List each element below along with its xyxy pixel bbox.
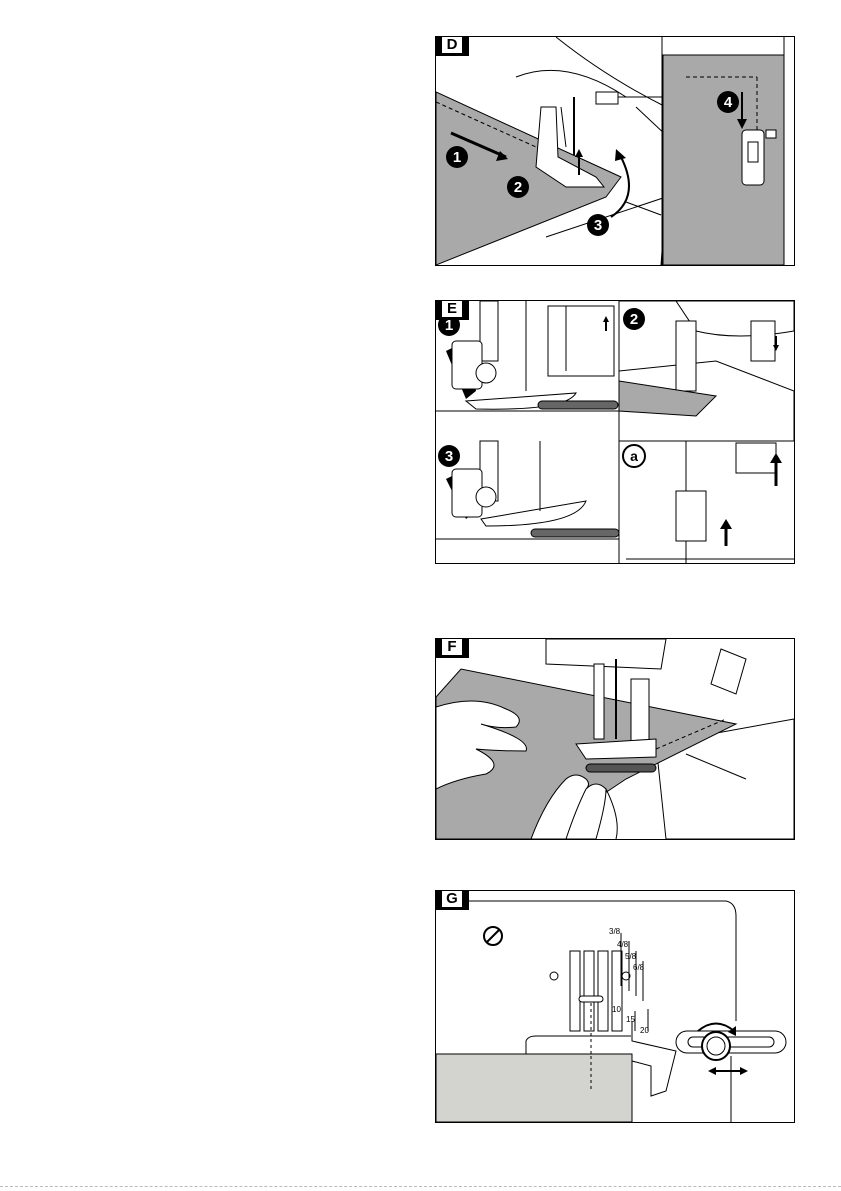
svg-text:5/8: 5/8 — [625, 952, 637, 961]
svg-text:2: 2 — [630, 311, 638, 328]
svg-text:2: 2 — [514, 179, 522, 196]
svg-text:20: 20 — [640, 1026, 649, 1035]
figure-d-step-2: 2 — [507, 176, 529, 198]
figure-g-tag: G — [435, 890, 469, 910]
figure-d-letter: D — [442, 37, 462, 53]
svg-text:10: 10 — [612, 1005, 621, 1014]
svg-text:3/8: 3/8 — [609, 927, 621, 936]
figure-e-detail-a: a — [623, 445, 645, 467]
figure-d-step-3: 3 — [587, 214, 609, 236]
svg-text:3: 3 — [445, 448, 453, 465]
figure-e-step-3: 3 — [438, 445, 460, 467]
svg-text:15: 15 — [626, 1015, 635, 1024]
svg-text:4: 4 — [724, 94, 733, 111]
figure-e-step-2: 2 — [623, 308, 645, 330]
svg-text:4/8: 4/8 — [617, 940, 629, 949]
svg-text:a: a — [630, 448, 638, 464]
figure-d-illustration: 1 2 3 4 — [436, 37, 794, 265]
figure-e-tag: E — [435, 300, 469, 320]
figure-g: G 3/8 4/8 5/8 6/8 10 15 20 — [435, 890, 795, 1123]
figure-d-step-4: 4 — [717, 91, 739, 113]
figure-d-tag: D — [435, 36, 469, 56]
figure-g-illustration: 3/8 4/8 5/8 6/8 10 15 20 — [436, 891, 794, 1122]
page-bottom-rule — [0, 1186, 841, 1187]
svg-text:6/8: 6/8 — [633, 963, 645, 972]
figure-d: D — [435, 36, 795, 266]
svg-text:3: 3 — [594, 217, 602, 234]
figure-e-letter: E — [442, 301, 462, 317]
figure-f-illustration — [436, 639, 794, 839]
figure-e: E — [435, 300, 795, 564]
svg-text:1: 1 — [453, 149, 461, 166]
figure-f: F — [435, 638, 795, 840]
figure-f-letter: F — [442, 639, 462, 655]
figure-e-illustration: 1 2 3 a — [436, 301, 794, 563]
figure-d-step-1: 1 — [446, 146, 468, 168]
figure-g-letter: G — [442, 891, 462, 907]
figure-f-tag: F — [435, 638, 469, 658]
